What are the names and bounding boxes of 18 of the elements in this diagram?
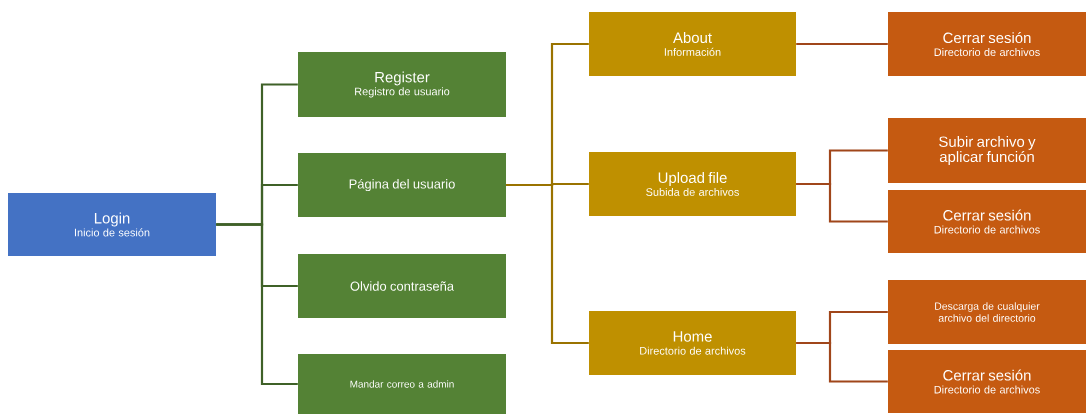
connector xyxy=(506,183,589,345)
process-box: Login Inicio de sesión xyxy=(8,193,216,256)
process-box: About Información xyxy=(589,12,796,76)
process-box: Olvido contraseña xyxy=(298,254,506,318)
process-box: Descarga de cualquier archivo del directorio xyxy=(888,280,1086,344)
process-box: Register Registro de usuario xyxy=(298,52,506,117)
connector xyxy=(796,42,888,46)
connector xyxy=(796,182,888,223)
process-box: Página del usuario xyxy=(298,153,506,217)
process-box: Cerrar sesión Directorio de archivos xyxy=(888,350,1086,413)
process-box: Upload file Subida de archivos xyxy=(589,152,796,216)
process-box: Cerrar sesión Directorio de archivos xyxy=(888,190,1086,253)
connector xyxy=(796,341,888,383)
connector xyxy=(216,223,298,386)
process-box: Cerrar sesión Directorio de archivos xyxy=(888,12,1086,76)
process-box: Subir archivo y aplicar función xyxy=(888,118,1086,183)
process-box: Home Directorio de archivos xyxy=(589,311,796,375)
process-box: Mandar correo a admin xyxy=(298,354,506,414)
